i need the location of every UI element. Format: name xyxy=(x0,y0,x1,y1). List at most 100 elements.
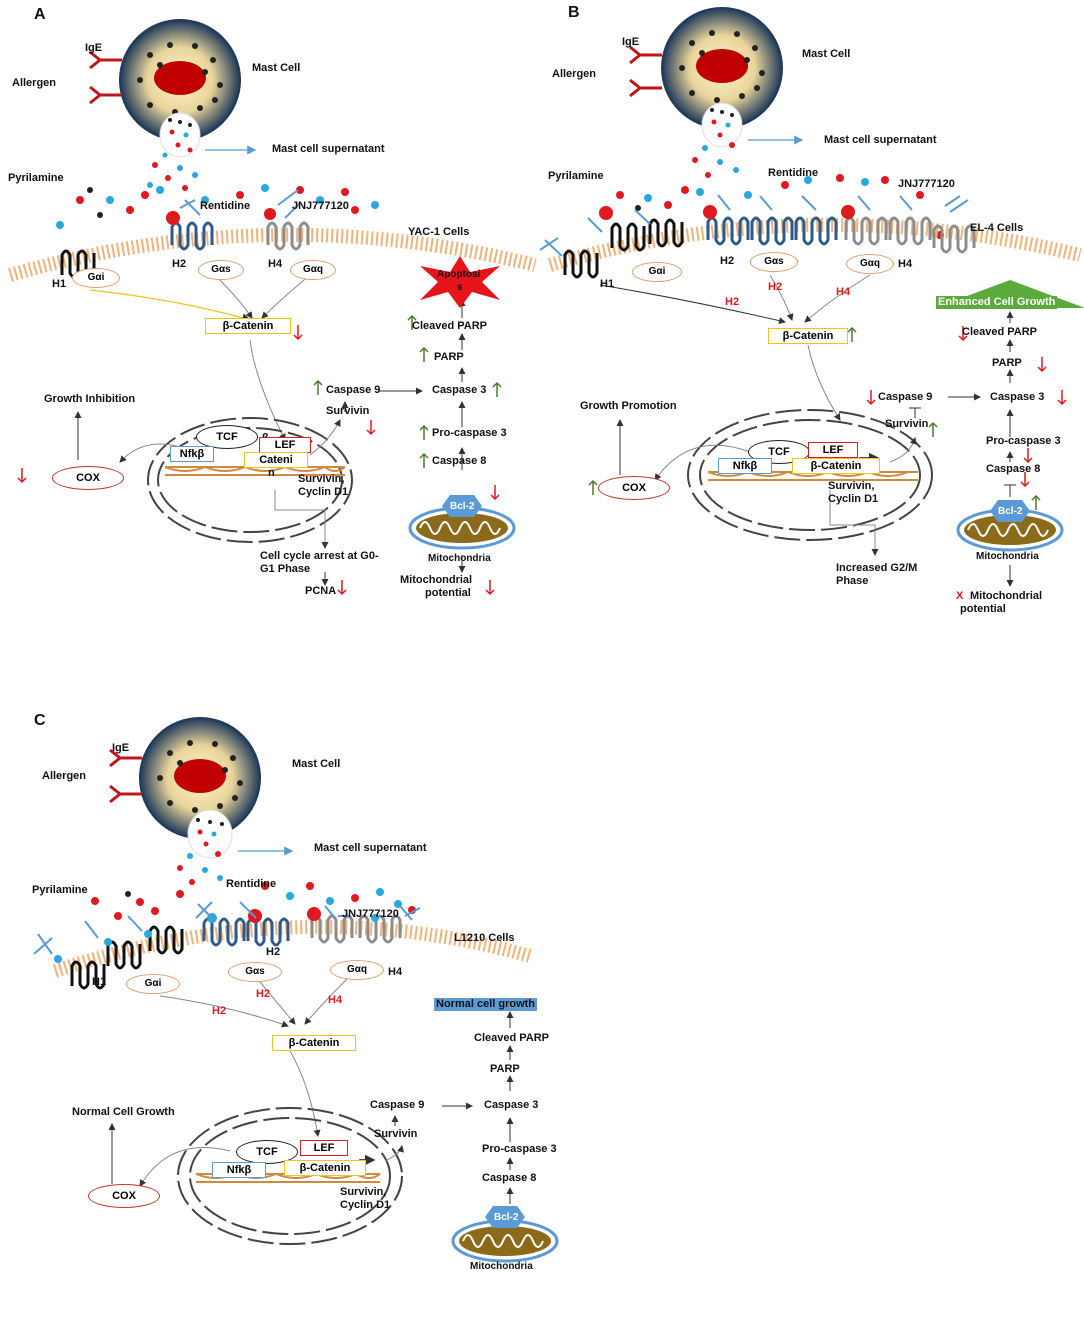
outcome-label: Enhanced Cell Growth xyxy=(936,296,1058,309)
procaspase3-label: Pro-caspase 3 xyxy=(482,1143,557,1155)
survivin-label: Survivin xyxy=(326,405,370,417)
h4-signal-label: H4 xyxy=(836,286,851,298)
mito-potential-label-2: potential xyxy=(425,587,471,599)
caspase8-label: Caspase 8 xyxy=(482,1172,537,1184)
cox-node: COX xyxy=(598,476,670,500)
h2-signal-label-b: H2 xyxy=(768,281,783,293)
survivin-cyclin-label: Survivin, xyxy=(340,1186,387,1198)
bcl2-icon xyxy=(990,500,1030,522)
h2-signal-label-b: H2 xyxy=(256,988,271,1000)
supernatant-label: Mast cell supernatant xyxy=(314,842,427,854)
outcome-label: Apoptosi xyxy=(437,269,481,280)
cell-line-label: EL-4 Cells xyxy=(970,222,1024,234)
nucleus xyxy=(177,1107,403,1245)
rentidine-label: Rentidine xyxy=(200,200,251,212)
allergen-icon xyxy=(73,68,85,92)
jnj-label: JNJ777120 xyxy=(898,178,955,190)
allergen-label: Allergen xyxy=(42,770,87,782)
panel-a-graphics xyxy=(8,19,537,596)
panel-c-graphics xyxy=(33,717,559,1263)
h4-receptor xyxy=(266,221,310,251)
caspase8-label: Caspase 8 xyxy=(986,463,1041,475)
bcl2-icon xyxy=(442,495,482,517)
jnj-label: JNJ777120 xyxy=(292,200,349,212)
ige-label: IgE xyxy=(112,742,130,754)
cell-membrane xyxy=(8,227,537,282)
bcl2-label: Bcl-2 xyxy=(450,501,475,512)
h2-label: H2 xyxy=(720,255,735,267)
gas-protein: Gαs xyxy=(228,962,282,982)
procaspase3-label: Pro-caspase 3 xyxy=(432,427,507,439)
cox-node: COX xyxy=(52,466,124,490)
bcl2-icon xyxy=(485,1206,525,1228)
cyclin-label: Cyclin D1 xyxy=(298,486,349,498)
gai-protein: Gαi xyxy=(72,268,120,288)
parp-label: PARP xyxy=(490,1063,520,1075)
nfk-box: Nfkβ xyxy=(718,458,772,474)
h1-label: H1 xyxy=(52,278,67,290)
mast-cell-label: Mast Cell xyxy=(292,758,341,770)
g2m-label: Increased G2/M xyxy=(836,562,918,574)
growth-label: Growth Promotion xyxy=(580,400,677,412)
caspase8-label: Caspase 8 xyxy=(432,455,487,467)
h4-signal-label: H4 xyxy=(328,994,343,1006)
caspase3-label: Caspase 3 xyxy=(432,384,487,396)
h4-label: H4 xyxy=(268,258,283,270)
h4-receptor xyxy=(310,914,354,944)
lef-box: LEF xyxy=(300,1140,348,1156)
cell-cycle-label-2: G1 Phase xyxy=(260,563,311,575)
h4-receptor xyxy=(844,216,888,246)
panel-c: C IgE Allergen Mast Cell Mast cell super… xyxy=(0,706,559,1336)
survivin-cyclin-label: Survivin, xyxy=(298,473,345,485)
h2-receptor xyxy=(202,917,246,947)
growth-label: Growth Inhibition xyxy=(44,393,136,405)
mast-cell-nucleus xyxy=(696,49,748,83)
h2-receptor xyxy=(706,216,750,246)
h1-label: H1 xyxy=(92,976,107,988)
gas-protein: Gαs xyxy=(198,260,244,280)
cell-membrane xyxy=(52,919,532,978)
cleaved-parp-label: Cleaved PARP xyxy=(474,1032,549,1044)
panel-b: B IgE Allergen Mast Cell Mast cell super… xyxy=(540,0,1084,630)
nucleus xyxy=(147,417,353,543)
catenin-box: β-Catenin xyxy=(768,328,848,344)
catenin-box: β-Catenin xyxy=(272,1035,356,1051)
pyrilamine-label: Pyrilamine xyxy=(32,884,88,896)
lef-box: LEF xyxy=(259,437,311,453)
nucleus xyxy=(687,409,933,541)
mitochondria-label: Mitochondria xyxy=(470,1261,533,1272)
h2-label: H2 xyxy=(172,258,187,270)
mito-potential-x: X xyxy=(956,590,964,602)
h2-receptor xyxy=(170,221,214,251)
h4-label: H4 xyxy=(898,258,913,270)
supernatant-label: Mast cell supernatant xyxy=(824,134,937,146)
g2m-label-2: Phase xyxy=(836,575,869,587)
caspase3-label: Caspase 3 xyxy=(484,1099,539,1111)
gai-protein: Gαi xyxy=(632,262,682,282)
mitochondria-label: Mitochondria xyxy=(428,553,491,564)
panel-a: A IgE Allergen Mast Cell Mast cell super… xyxy=(0,0,540,630)
cleaved-parp-label: Cleaved PARP xyxy=(962,326,1037,338)
apoptosis-star xyxy=(420,256,500,308)
nucleus-catenin-box: β-Catenin xyxy=(284,1160,366,1176)
h2-signal-label: H2 xyxy=(212,1005,227,1017)
allergen-label: Allergen xyxy=(12,77,57,89)
mast-cell-nucleus xyxy=(174,759,226,793)
survivin-cyclin-label: Survivin, xyxy=(828,480,875,492)
cyclin-label: Cyclin D1 xyxy=(340,1199,391,1211)
mito-potential-label: Mitochondrial xyxy=(400,574,473,586)
pyrilamine-label: Pyrilamine xyxy=(548,170,604,182)
panel-letter: C xyxy=(34,712,46,729)
mast-cell-label: Mast Cell xyxy=(802,48,851,60)
cox-node: COX xyxy=(88,1184,160,1208)
mast-cell-label: Mast Cell xyxy=(252,62,301,74)
pcna-label: PCNA xyxy=(305,585,337,597)
cyclin-label: Cyclin D1 xyxy=(828,493,879,505)
bcl2-label: Bcl-2 xyxy=(494,1212,519,1223)
h1-receptor xyxy=(563,249,599,279)
allergen-label: Allergen xyxy=(552,68,597,80)
outcome-label: Normal cell growth xyxy=(434,998,538,1011)
h1-label: H1 xyxy=(600,278,615,290)
gaq-protein: Gαq xyxy=(846,254,894,274)
nucleus-catenin-box: Cateni xyxy=(244,452,308,468)
